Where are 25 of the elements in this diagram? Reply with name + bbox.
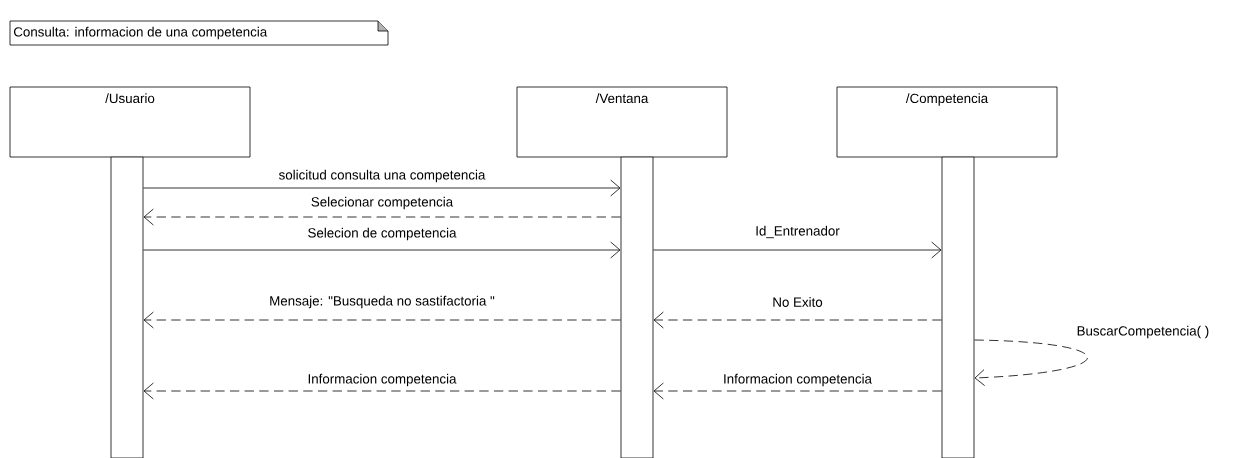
message-arrow xyxy=(143,382,621,400)
message-arrow xyxy=(143,208,621,226)
message-arrow xyxy=(974,339,1088,386)
message-label: Informacion competencia xyxy=(306,372,458,388)
message-label: solicitud consulta una competencia xyxy=(277,168,487,184)
message-label: No Exito xyxy=(771,295,825,309)
message-arrow xyxy=(653,311,942,329)
message-label: BuscarCompetencia( ) xyxy=(1075,324,1211,340)
message-arrow xyxy=(143,179,621,197)
message-label: Selecion de competencia xyxy=(306,226,458,242)
message-arrow xyxy=(143,241,621,259)
message-arrow xyxy=(653,382,942,400)
note-box: Consulta: informacion de una competencia xyxy=(9,20,389,46)
message-label: Informacion competencia xyxy=(721,372,874,388)
message-label: Id_Entrenador xyxy=(753,224,842,240)
message-label: Selecionar competencia xyxy=(309,195,455,211)
activation-bar xyxy=(110,156,144,458)
activation-bar xyxy=(620,156,654,458)
activation-bar xyxy=(941,156,975,458)
lifeline-box: /Competencia xyxy=(836,86,1058,158)
message-arrow xyxy=(143,311,621,329)
message-arrow xyxy=(653,241,942,259)
lifeline-box: /Usuario xyxy=(9,86,251,158)
message-label: Mensaje: "Busqueda no sastifactoria " xyxy=(267,294,497,310)
lifeline-box: /Ventana xyxy=(516,86,728,158)
